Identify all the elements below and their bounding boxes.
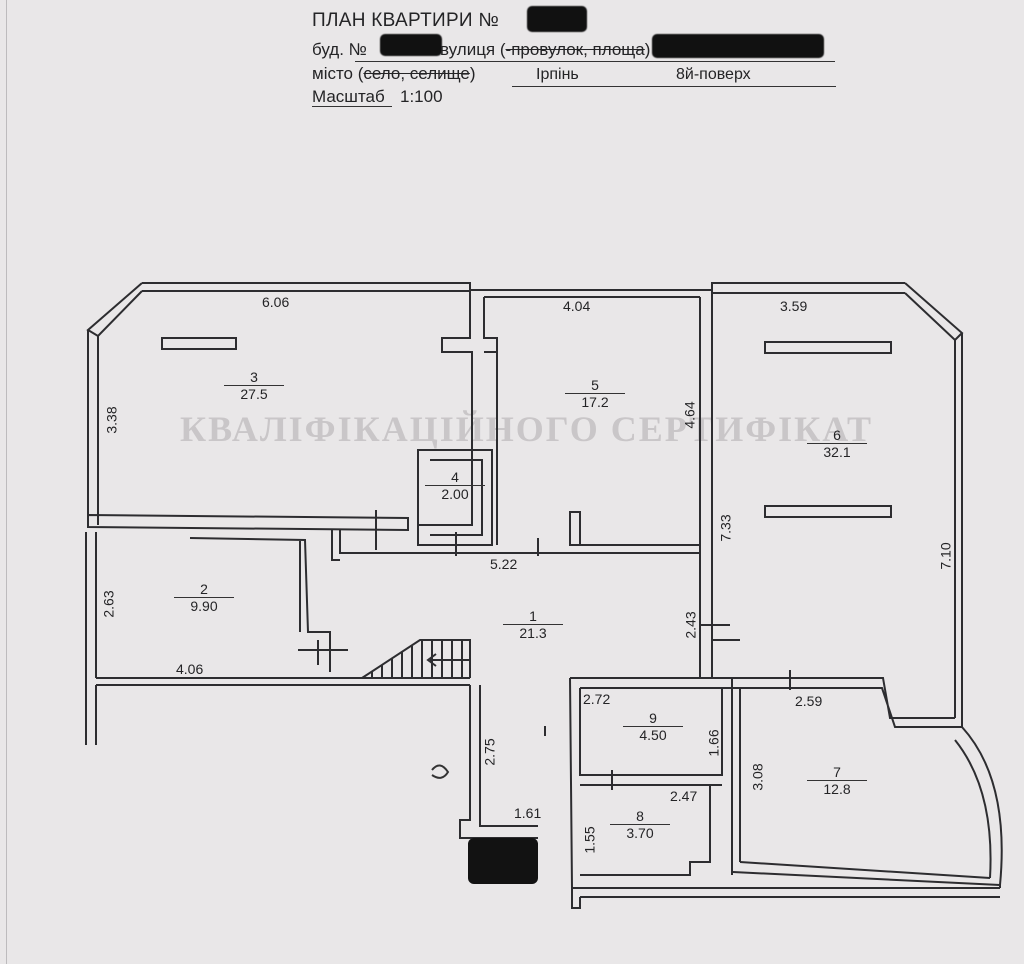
page-title: ПЛАН КВАРТИРИ № (312, 10, 500, 31)
outer-wall-bevel-right (904, 282, 964, 342)
paper-edge (6, 0, 7, 964)
redacted-building-number (380, 34, 442, 56)
dim-room-9-width: 2.72 (583, 691, 611, 707)
dim-bottom-room-2: 4.06 (176, 661, 204, 677)
outer-wall-right (954, 333, 963, 727)
dim-corridor-width: 5.22 (490, 556, 518, 572)
street-label: вулиця (-провулок, площа) (440, 40, 651, 59)
dim-top-room-3: 6.06 (262, 294, 290, 310)
dim-room-1-right: 2.43 (682, 611, 699, 639)
dim-room-8-width: 2.47 (670, 788, 698, 804)
bleed-through-heading: КВАЛІФІКАЦІЙНОГО СЕРТИФІКАТ (180, 409, 874, 449)
room-8-walls (580, 784, 722, 876)
outer-wall-bottom-right (732, 861, 1001, 886)
pen-mark (431, 764, 450, 779)
scale-label: Масштаб (312, 87, 385, 106)
building-label: буд. № (312, 40, 367, 59)
room-9-walls (569, 677, 723, 889)
scale-value: 1:100 (400, 87, 443, 106)
city-value: Ірпінь (536, 66, 579, 83)
dim-stair-height: 2.75 (481, 738, 498, 766)
window-room-6-top (764, 341, 892, 354)
dim-left-room-3: 3.38 (103, 406, 120, 434)
outer-wall-left-lower (85, 532, 97, 678)
dim-right-room-6: 7.10 (937, 542, 954, 570)
dim-left-room-2: 2.63 (100, 590, 117, 618)
floor-value: 8й-поверх (676, 66, 751, 83)
redacted-entrance (468, 838, 538, 884)
dim-room-7-width: 2.59 (795, 693, 823, 709)
outer-wall-left-upper (87, 330, 99, 525)
dim-right-corridor: 7.33 (717, 514, 734, 542)
window-room-3 (161, 337, 237, 350)
redacted-apartment-number (527, 6, 587, 32)
outer-wall-curved (954, 726, 1003, 886)
redacted-street-name (652, 34, 824, 58)
scale-underline (312, 106, 392, 107)
dim-entrance-width: 1.61 (514, 805, 542, 821)
dim-right-room-5: 4.64 (681, 401, 698, 429)
building-underline (355, 61, 835, 62)
dim-top-room-6: 3.59 (780, 298, 808, 314)
city-underline (512, 86, 836, 87)
outer-wall-bevel-left (86, 282, 143, 338)
dim-room-8-height: 1.55 (581, 826, 598, 854)
window-room-6-bottom (764, 505, 892, 518)
dim-room-9-height: 1.66 (705, 729, 722, 757)
dim-room-7-left: 3.08 (749, 763, 766, 791)
city-label: місто (село, селище) (312, 64, 476, 83)
dim-top-room-5: 4.04 (563, 298, 591, 314)
outer-wall-top (142, 282, 905, 291)
document-header: ПЛАН КВАРТИРИ № буд. № вулиця (-провулок… (0, 0, 1024, 110)
